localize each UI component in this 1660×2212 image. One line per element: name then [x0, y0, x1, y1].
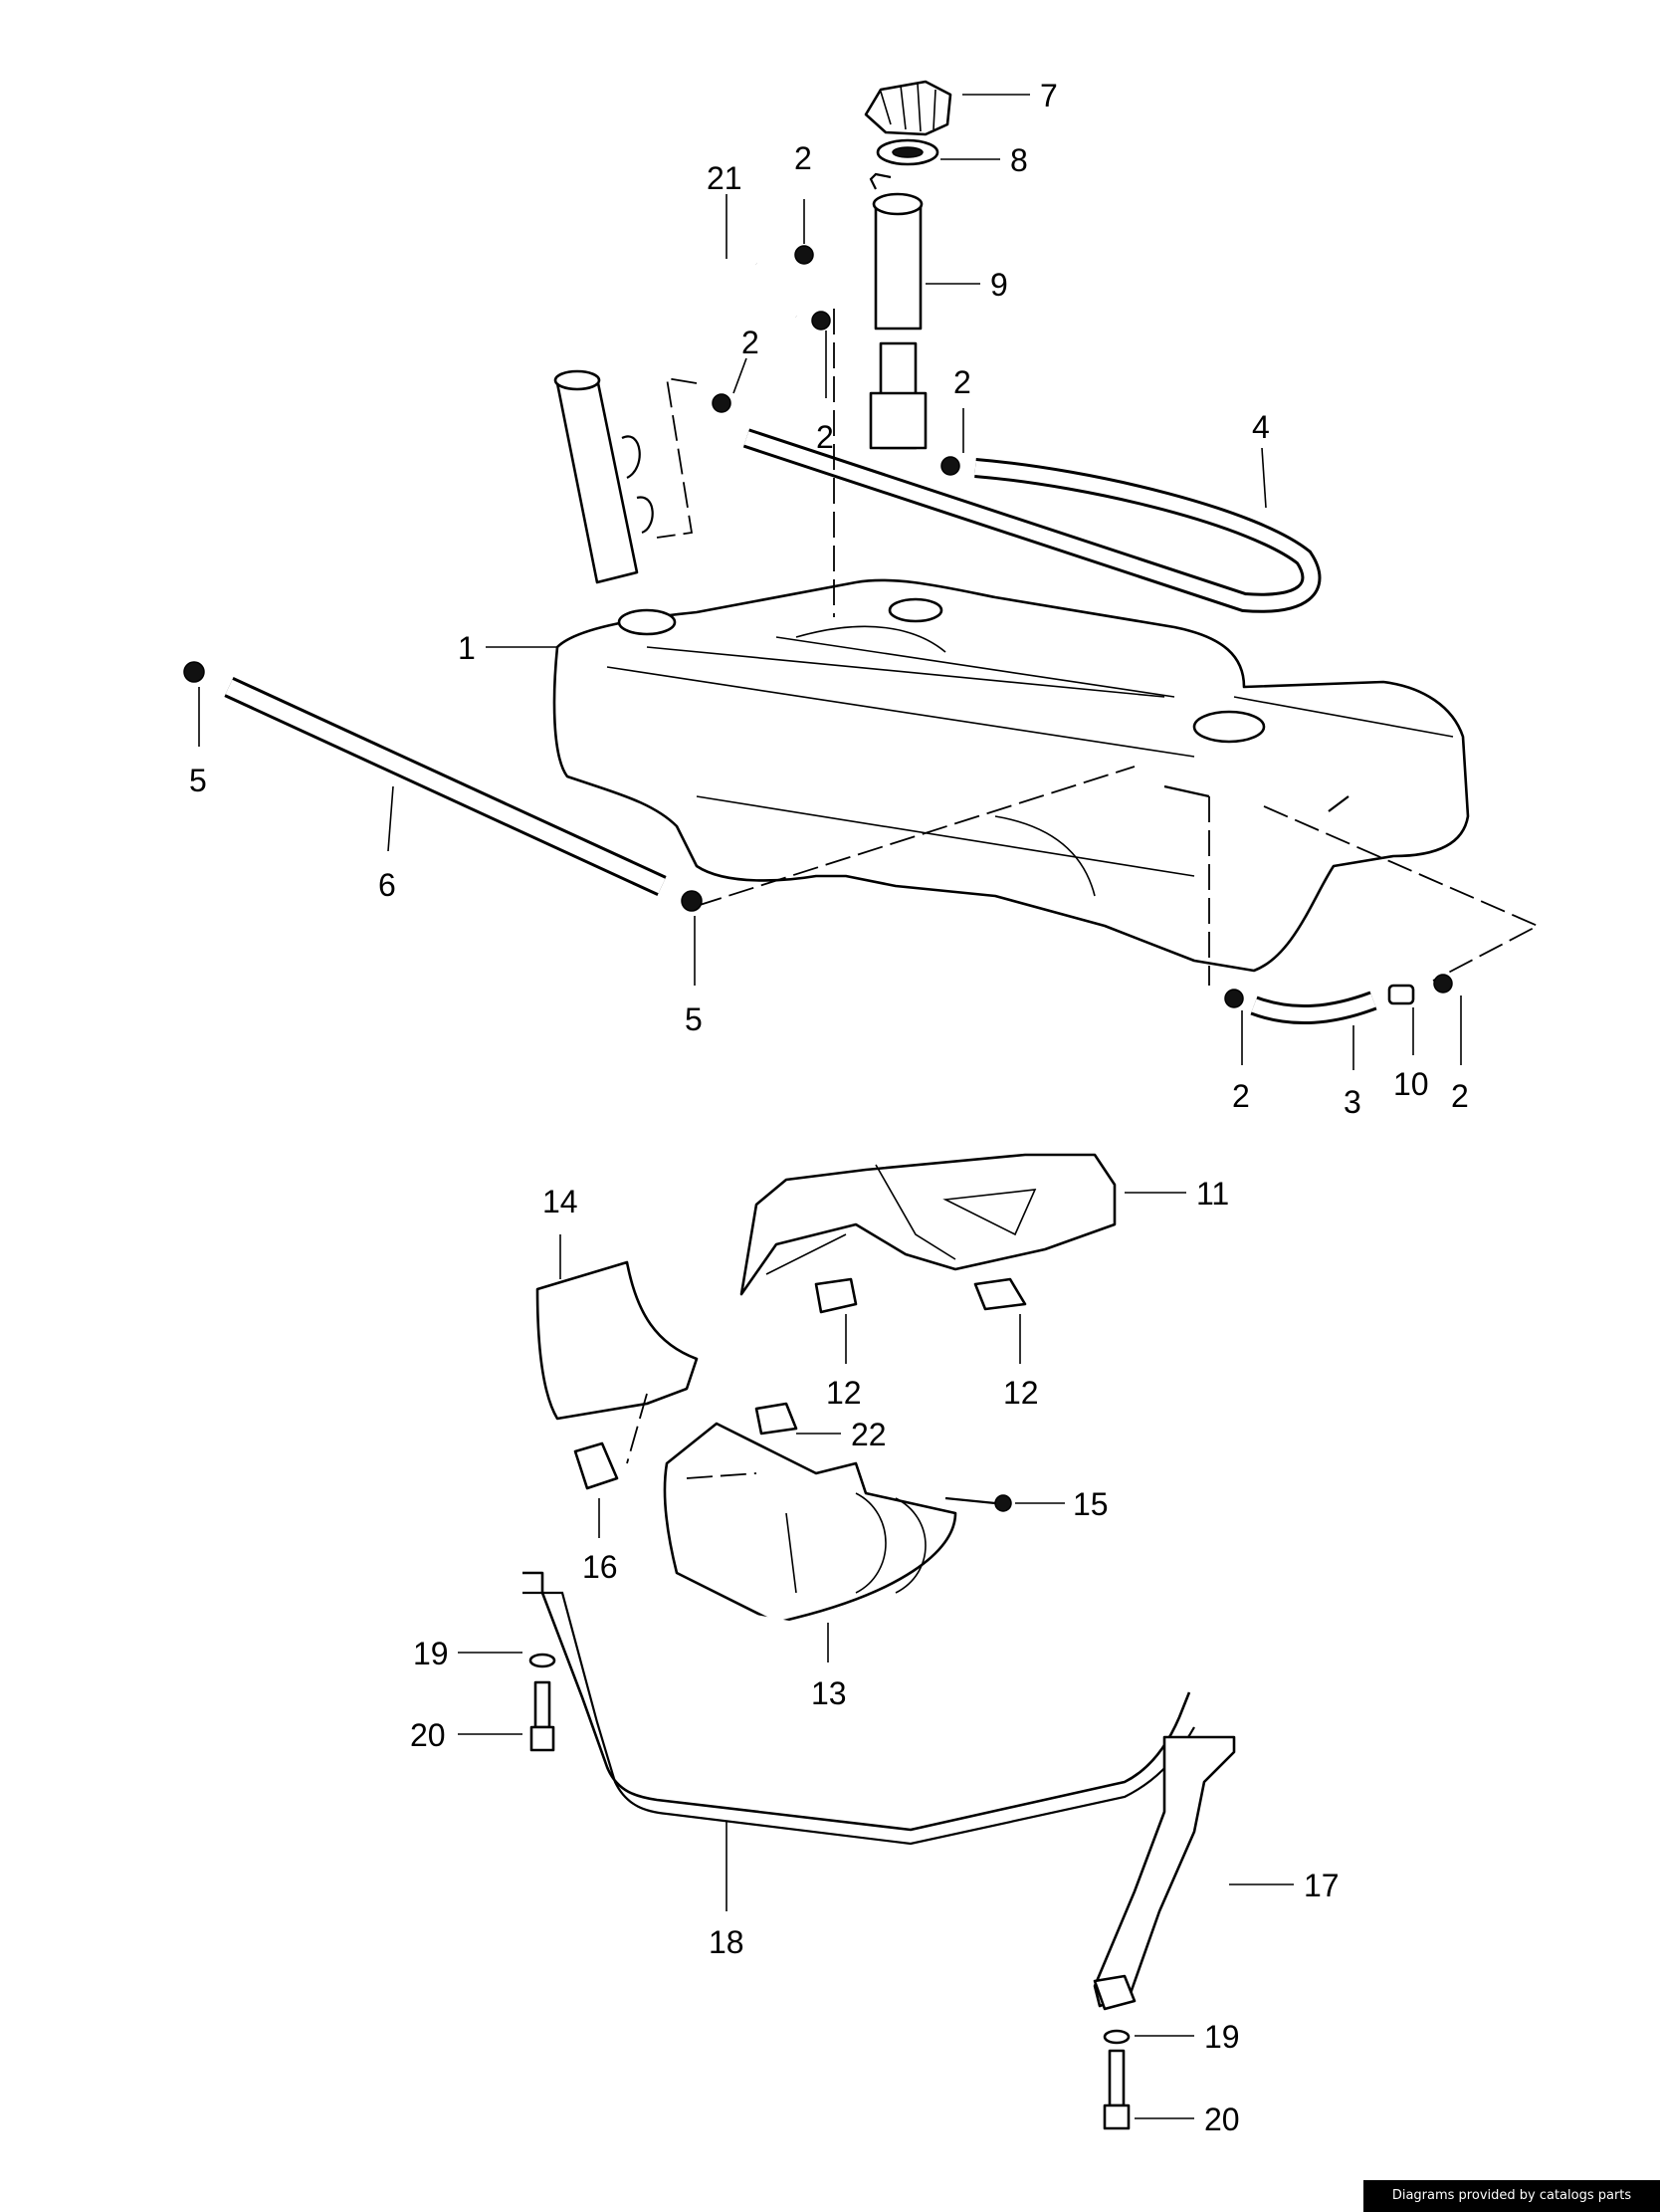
callout-13: 13: [811, 1675, 847, 1711]
callout-14: 14: [542, 1184, 578, 1219]
heat-shield-11: [739, 1153, 1117, 1296]
callout-12-b: 12: [1003, 1375, 1039, 1411]
callout-2-a: 2: [794, 140, 812, 176]
callout-11: 11: [1196, 1176, 1229, 1212]
fuel-tank: [552, 578, 1470, 973]
fuel-sender: [869, 172, 928, 450]
callout-6: 6: [378, 867, 396, 903]
clips-12: [814, 1277, 1027, 1314]
callout-8: 8: [1010, 142, 1028, 178]
callout-21: 21: [707, 160, 742, 196]
callout-5-b: 5: [685, 1001, 703, 1037]
callout-10: 10: [1393, 1066, 1429, 1102]
callout-labels: 7 8 9 21 2 2 2 2 4 1 5 6 5 2 3 10 2 11 1…: [189, 78, 1469, 2137]
credit-banner: Diagrams provided by catalogs parts: [1363, 2180, 1660, 2212]
heat-shield-14: [535, 1260, 699, 1464]
hose-clamps-top: [712, 245, 960, 476]
filler-cap: [864, 80, 952, 136]
connecting-hose-4: [742, 428, 1322, 613]
callout-18: 18: [709, 1924, 744, 1960]
callout-20-b: 20: [1204, 2101, 1240, 2137]
filler-neck: [553, 369, 654, 584]
connector-10: [1387, 984, 1415, 1005]
callout-7: 7: [1040, 78, 1058, 113]
screw-15: [944, 1494, 1012, 1512]
fuel-hose-6: [224, 677, 667, 896]
callout-19-a: 19: [413, 1636, 449, 1671]
heat-shield-13: [663, 1422, 957, 1625]
callout-9: 9: [990, 267, 1008, 303]
callout-20-a: 20: [410, 1717, 446, 1753]
callout-2-f: 2: [1451, 1078, 1469, 1114]
hose-clamps-5: [183, 661, 703, 912]
callout-2-e: 2: [1232, 1078, 1250, 1114]
callout-2-c: 2: [816, 419, 834, 455]
callout-leaders: [198, 94, 1462, 2119]
callout-12-a: 12: [826, 1375, 862, 1411]
washers-19: [528, 1653, 1131, 2045]
fuel-hose-3: [1250, 991, 1377, 1025]
seal-ring: [876, 138, 939, 166]
callout-2-b: 2: [741, 325, 759, 360]
callout-19-b: 19: [1204, 2019, 1240, 2055]
callout-17: 17: [1304, 1868, 1340, 1903]
tank-strap-18: [522, 1571, 1195, 1846]
tank-strap-17: [1093, 1735, 1236, 2011]
callout-5-a: 5: [189, 763, 207, 798]
callout-3: 3: [1344, 1084, 1361, 1120]
clip-16: [573, 1441, 619, 1490]
callout-2-d: 2: [953, 364, 971, 400]
callout-1: 1: [458, 630, 476, 666]
hose-clamps-2-lower: [1224, 974, 1453, 1008]
dashed-leader-lines: [656, 309, 1541, 986]
callout-16: 16: [582, 1549, 618, 1585]
bolts-20: [529, 1680, 1131, 2130]
callout-4: 4: [1252, 409, 1270, 445]
callout-22: 22: [851, 1417, 887, 1452]
clip-22: [754, 1402, 798, 1436]
callout-15: 15: [1073, 1486, 1109, 1522]
vent-hose-21: [699, 250, 799, 325]
